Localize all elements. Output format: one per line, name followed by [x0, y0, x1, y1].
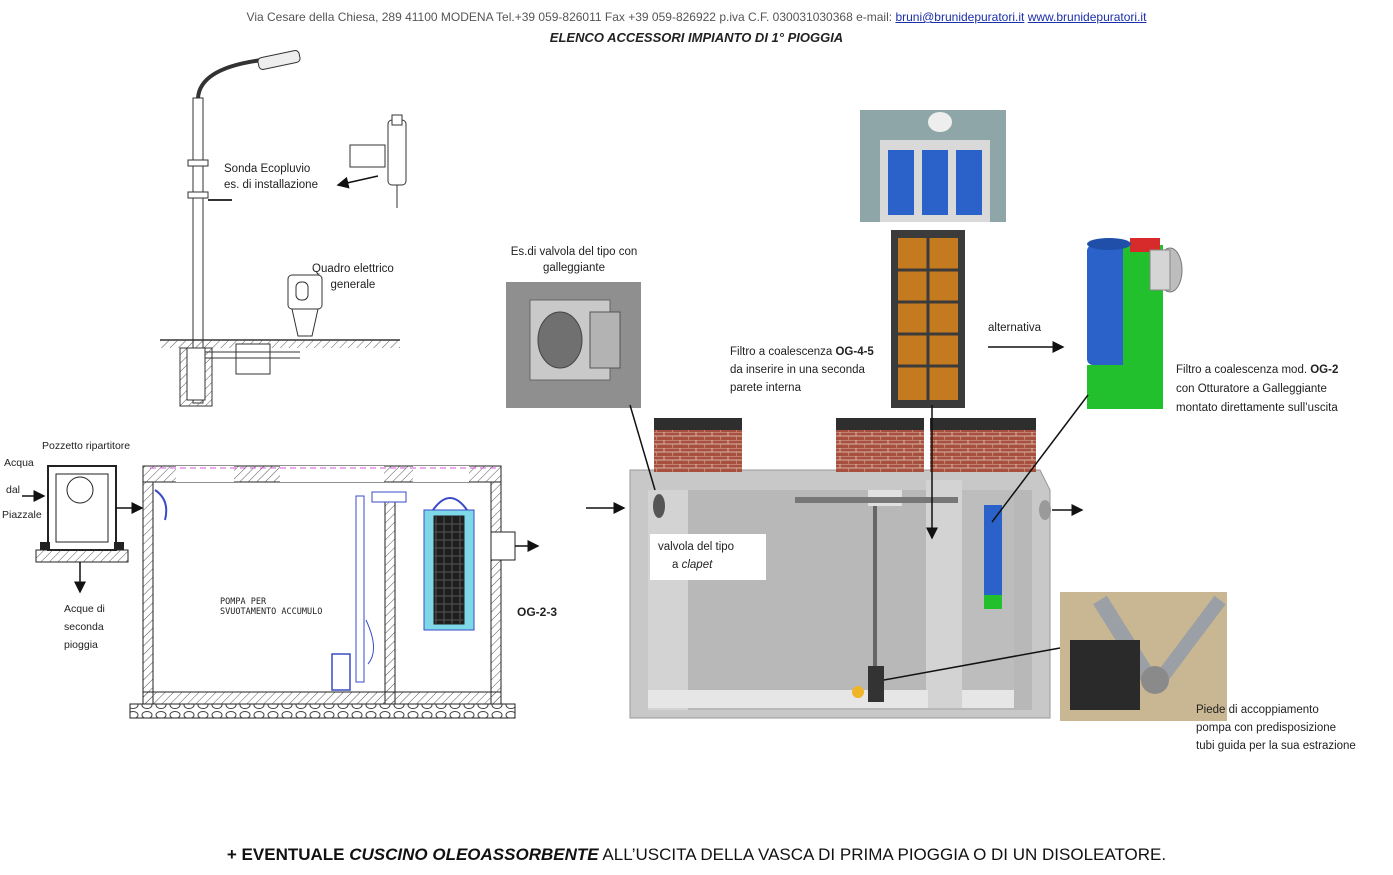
sonda-label: Sonda Ecopluvio es. di installazione	[224, 161, 318, 193]
piede-label-line1: Piede di accoppiamento	[1196, 704, 1319, 716]
street-lamp-drawing	[160, 50, 400, 407]
filtro-og2-label: Filtro a coalescenza mod. OG-2 con Ottur…	[1176, 361, 1338, 418]
pompa-label-line2: SVUOTAMENTO ACCUMULO	[220, 607, 323, 617]
og-2-3-filter-drawing	[423, 497, 516, 631]
manhole-brick-1	[654, 418, 742, 472]
og-4-5-installed-photo	[860, 110, 1006, 222]
manhole-brick-2	[836, 418, 924, 472]
footer-plus: + EVENTUALE	[226, 845, 350, 864]
piazzale-label: Piazzale	[2, 509, 42, 521]
og-4-5-filter-photo	[891, 230, 965, 408]
quadro-label: Quadro elettrico generale	[312, 261, 394, 293]
valvola-esempio-line2: galleggiante	[542, 262, 606, 274]
valvola-esempio-line1: Es.di valvola del tipo con	[510, 246, 638, 258]
valvola-pointer-line	[629, 404, 656, 491]
first-rain-tank-3d	[629, 469, 1051, 719]
pompa-label: POMPA PER SVUOTAMENTO ACCUMULO	[220, 597, 322, 617]
sonda-label-line1: Sonda Ecopluvio	[224, 163, 311, 175]
sonda-arrow	[336, 175, 379, 189]
accumulation-tank-section	[129, 465, 516, 719]
sonda-label-line2: es. di installazione	[224, 179, 318, 191]
dal-label: dal	[6, 484, 21, 496]
piede-label-line3: tubi guida per la sua estrazione	[1196, 740, 1356, 752]
filtro-og2-line3: montato direttamente sull’uscita	[1176, 402, 1338, 414]
seconda-label-line2: seconda	[64, 621, 104, 633]
seconda-pioggia-label: Acque di seconda pioggia	[64, 600, 105, 654]
filtro-og45-line1: Filtro a coalescenza OG-4-5	[730, 343, 874, 361]
header-address: Via Cesare della Chiesa, 289 41100 MODEN…	[246, 10, 893, 24]
filtro-og2-code: OG-2	[1310, 364, 1339, 376]
alternativa-label: alternativa	[988, 322, 1042, 334]
piede-label-line2: pompa con predisposizione	[1196, 722, 1337, 734]
clapet-label-line2: a clapet	[658, 556, 766, 574]
piede-accoppiamento-photo	[1060, 592, 1227, 721]
filtro-og45-line2: da inserire in una seconda	[730, 364, 865, 376]
filtro-og45-line3: parete interna	[730, 382, 801, 394]
og2-pointer-line	[991, 394, 1089, 523]
pozzetto-ripartitore-drawing	[35, 465, 129, 563]
footer-note: + EVENTUALE CUSCINO OLEOASSORBENTE ALL’U…	[0, 845, 1393, 865]
footer-highlight: CUSCINO OLEOASSORBENTE	[349, 845, 599, 864]
filtro-og45-label: Filtro a coalescenza OG-4-5 da inserire …	[730, 343, 874, 397]
header-address-line: Via Cesare della Chiesa, 289 41100 MODEN…	[0, 10, 1393, 24]
pompa-label-line1: POMPA PER	[220, 597, 267, 607]
email-link[interactable]: bruni@brunidepuratori.it	[895, 10, 1025, 24]
filtro-og45-code: OG-4-5	[835, 346, 874, 358]
sonda-sensor-drawing	[349, 114, 407, 208]
piede-pointer-line	[883, 647, 1061, 681]
pozzetto-label: Pozzetto ripartitore	[42, 440, 131, 452]
quadro-label-line1: Quadro elettrico	[312, 263, 394, 275]
page-subtitle: ELENCO ACCESSORI IMPIANTO DI 1° PIOGGIA	[549, 30, 844, 45]
filtro-og2-prefix: Filtro a coalescenza mod.	[1176, 364, 1311, 376]
footer-rest: ALL’USCITA DELLA VASCA DI PRIMA PIOGGIA …	[598, 845, 1167, 864]
acqua-label: Acqua	[4, 457, 34, 469]
website-link[interactable]: www.brunidepuratori.it	[1027, 10, 1147, 24]
piede-label: Piede di accoppiamento pompa con predisp…	[1196, 701, 1356, 755]
clapet-label-box: valvola del tipo a clapet	[650, 534, 766, 580]
filtro-og2-line2: con Otturatore a Galleggiante	[1176, 383, 1327, 395]
manhole-brick-3	[930, 418, 1036, 472]
seconda-label-line1: Acque di	[64, 603, 105, 615]
og23-label: OG-2-3	[517, 605, 558, 619]
quadro-label-line2: generale	[330, 279, 376, 291]
filtro-og2-line1: Filtro a coalescenza mod. OG-2	[1176, 361, 1338, 380]
clapet-prefix: a	[672, 559, 682, 571]
clapet-label-line1: valvola del tipo	[658, 541, 735, 553]
clapet-italic: clapet	[681, 559, 713, 571]
electrical-panel-drawing	[287, 274, 323, 337]
valvola-galleggiante-photo	[506, 282, 641, 408]
seconda-label-line3: pioggia	[64, 639, 98, 651]
filtro-og45-prefix: Filtro a coalescenza	[730, 346, 836, 358]
og-2-filter-render	[1087, 238, 1183, 409]
valvola-esempio-label: Es.di valvola del tipo con galleggiante	[506, 244, 642, 276]
